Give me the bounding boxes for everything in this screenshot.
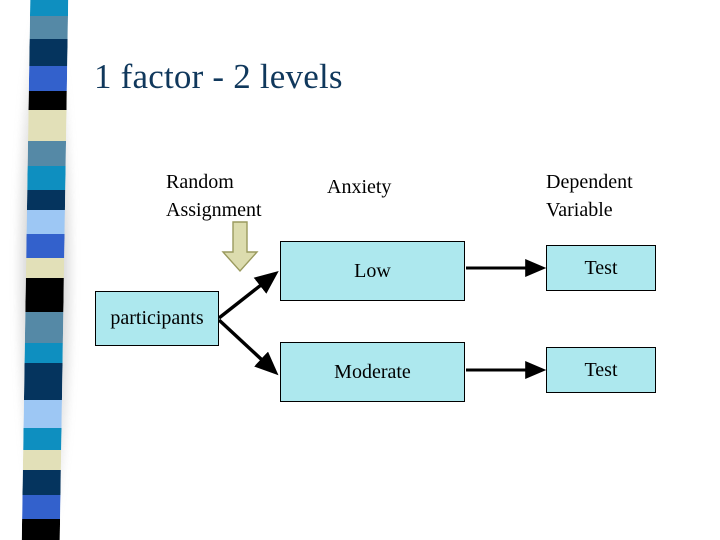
stripe-segment — [21, 519, 61, 540]
column-header-anxiety: Anxiety — [327, 176, 392, 198]
box-participants[interactable]: participants — [95, 291, 219, 346]
page-title: 1 factor - 2 levels — [94, 57, 343, 96]
box-test-moderate[interactable]: Test — [546, 347, 656, 393]
column-header-random-assignment: Random Assignment — [166, 171, 262, 222]
box-low[interactable]: Low — [280, 241, 465, 301]
stripe-segment — [27, 166, 66, 190]
stripe-segment — [29, 38, 68, 66]
stripe-segment — [25, 278, 64, 313]
box-low-label: Low — [354, 259, 391, 282]
box-moderate[interactable]: Moderate — [280, 342, 465, 402]
stripe-segment — [28, 109, 67, 142]
stripe-segment — [24, 312, 64, 343]
stripe-segment — [28, 65, 68, 91]
stripe-segment — [28, 90, 67, 110]
stripe-segment — [29, 16, 68, 39]
stripe-segment — [25, 258, 65, 279]
box-moderate-label: Moderate — [334, 360, 411, 383]
box-test-low[interactable]: Test — [546, 245, 656, 291]
stripe-segment — [22, 469, 61, 495]
box-test-moderate-label: Test — [584, 358, 618, 381]
stripe-segment — [29, 0, 69, 17]
stripe-segment — [27, 141, 67, 167]
decorative-stripe — [0, 0, 90, 540]
box-test-low-label: Test — [584, 256, 618, 279]
stripe-segment — [23, 362, 63, 400]
stripe-segment — [22, 494, 61, 520]
column-header-dependent-variable: Dependent Variable — [546, 171, 633, 222]
stripe-segment — [23, 399, 62, 429]
stripe-segment — [26, 209, 65, 234]
stripe-segment — [26, 189, 66, 210]
stripe-segment — [24, 342, 63, 363]
stripe-segment — [26, 233, 65, 259]
stripe-segment — [22, 449, 62, 470]
stripe-segment — [23, 428, 62, 450]
box-participants-label: participants — [110, 307, 204, 329]
down-block-arrow-icon — [221, 221, 259, 273]
